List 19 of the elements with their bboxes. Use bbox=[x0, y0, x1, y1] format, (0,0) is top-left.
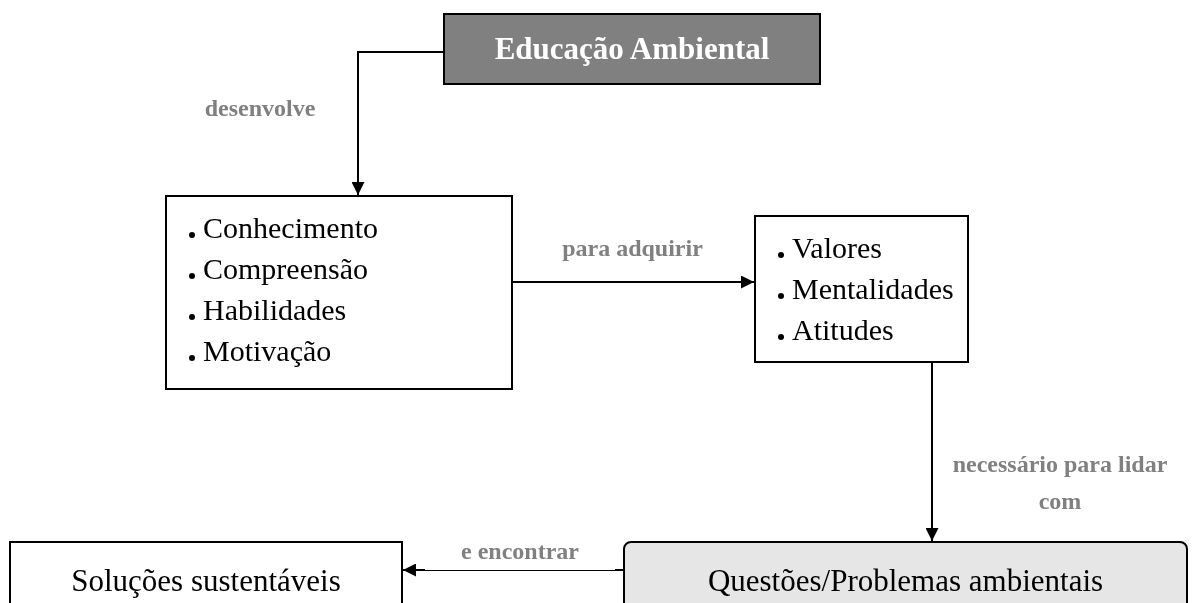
list-item: Conhecimento bbox=[181, 207, 378, 248]
list-box bbox=[165, 195, 513, 390]
box-title: Soluções sustentáveis bbox=[71, 563, 341, 599]
list-item: Motivação bbox=[181, 330, 332, 371]
list-item: Compreensão bbox=[181, 248, 368, 289]
arrow bbox=[512, 275, 755, 289]
list-box bbox=[754, 215, 969, 363]
list-item: Atitudes bbox=[770, 309, 894, 350]
process-box bbox=[623, 541, 1188, 603]
process-box bbox=[9, 541, 403, 603]
arrow bbox=[925, 362, 939, 542]
box-title: Educação Ambiental bbox=[494, 31, 770, 67]
list-item: Habilidades bbox=[181, 289, 347, 330]
list-item: Valores bbox=[770, 227, 882, 268]
list-item: Mentalidades bbox=[770, 268, 954, 309]
process-box bbox=[443, 13, 821, 85]
arrow bbox=[351, 51, 444, 196]
arrow bbox=[402, 563, 624, 577]
box-title: Questões/Problemas ambientais bbox=[707, 563, 1104, 599]
